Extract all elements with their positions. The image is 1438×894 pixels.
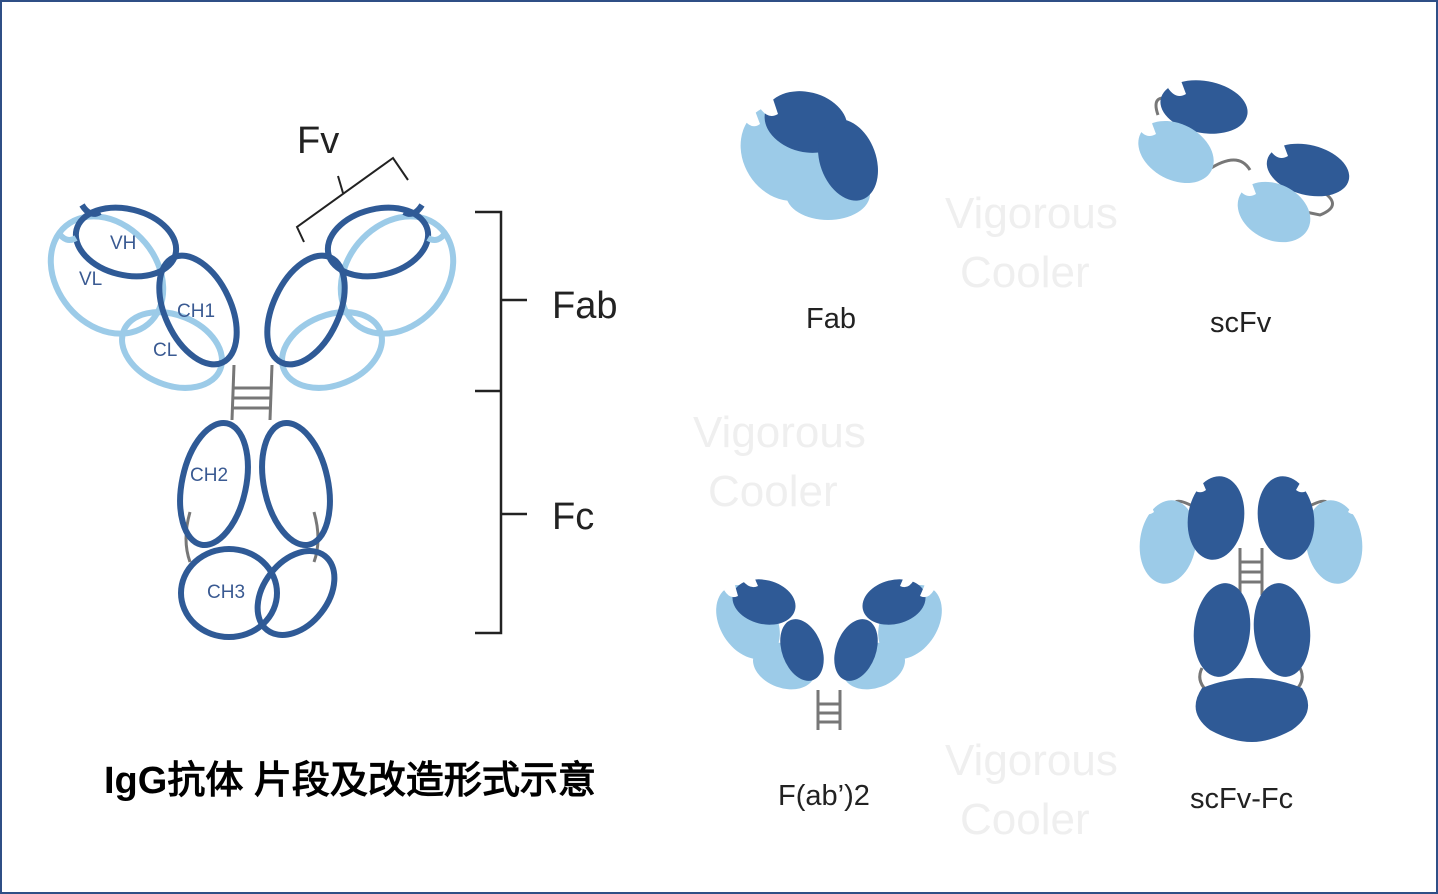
fragment-label-fab2: F(ab’)2 <box>778 780 870 812</box>
fragment-label-scfv: scFv <box>1210 307 1272 339</box>
ch2-domain <box>177 419 251 549</box>
label-vh: VH <box>110 233 136 254</box>
label-ch2: CH2 <box>190 465 228 486</box>
hinge <box>184 364 320 563</box>
right-arm <box>264 203 457 391</box>
ch3-domain <box>178 546 280 640</box>
scfv-fragment <box>1138 78 1350 243</box>
label-cl: CL <box>153 340 177 361</box>
watermark-text: Vigorous <box>945 736 1118 785</box>
watermark-text: Cooler <box>708 467 838 516</box>
label-ch1: CH1 <box>177 301 215 322</box>
cl-domain <box>279 309 385 391</box>
cl-domain <box>119 309 225 391</box>
ch1-domain <box>156 252 240 368</box>
scfvfc-fragment <box>1138 476 1364 742</box>
fc-region <box>177 419 338 640</box>
igg-structure: VH VL CH1 CL CH2 CH3 Fv Fab Fc <box>47 120 617 640</box>
ch1-domain <box>264 252 348 368</box>
label-vl: VL <box>79 269 102 290</box>
watermark-group: Vigorous Cooler Vigorous Cooler Vigorous… <box>693 189 1118 844</box>
vl-domain <box>337 213 457 337</box>
ch2-domain <box>259 419 333 549</box>
watermark-text: Vigorous <box>945 189 1118 238</box>
label-ch3: CH3 <box>207 582 245 603</box>
label-fab: Fab <box>552 285 617 327</box>
watermark-text: Cooler <box>960 795 1090 844</box>
fv-bracket <box>295 156 409 243</box>
watermark-text: Cooler <box>960 248 1090 297</box>
fab2-fragment <box>716 572 942 730</box>
fab-fragment <box>740 91 878 220</box>
region-bracket <box>475 210 527 635</box>
ch3-domain <box>254 548 338 638</box>
fragment-label-fab: Fab <box>806 303 856 335</box>
watermark-text: Vigorous <box>693 408 866 457</box>
left-arm <box>47 203 240 391</box>
label-fc: Fc <box>552 496 594 538</box>
label-fv: Fv <box>297 120 339 162</box>
fragment-label-scfvfc: scFv-Fc <box>1190 783 1293 815</box>
diagram-title: IgG抗体 片段及改造形式示意 <box>104 760 596 802</box>
vl-domain <box>47 213 167 337</box>
